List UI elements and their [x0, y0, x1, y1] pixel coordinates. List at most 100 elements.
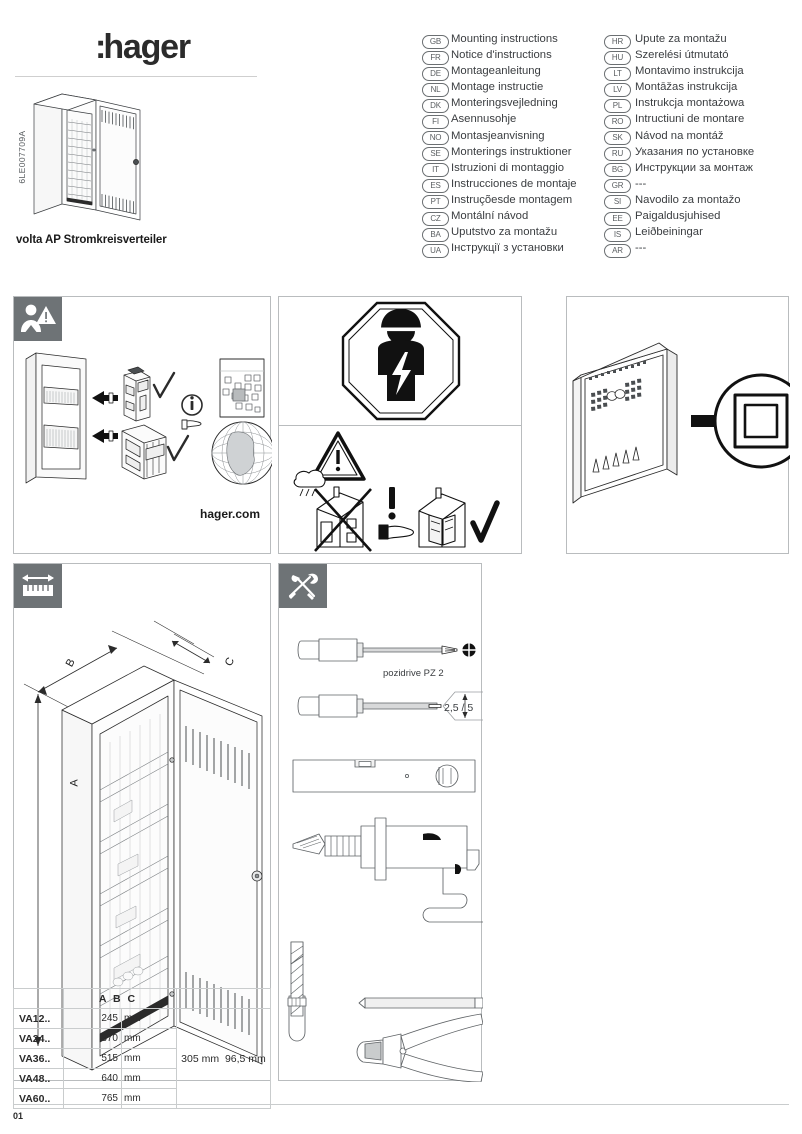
language-label: Upute za montažu [635, 33, 727, 45]
language-row: EE Paigaldusjuhised [604, 209, 754, 226]
c-value: 96,5 mm [224, 1052, 266, 1065]
country-code-badge: LT [604, 66, 631, 81]
language-label: Montageanleitung [451, 65, 541, 78]
flathead-size-label: 2,5 / 5 [444, 702, 474, 714]
country-code-badge: SK [604, 131, 631, 146]
hager-com-label: hager.com [200, 507, 261, 521]
country-code-badge: CZ [422, 211, 449, 226]
language-label: --- [635, 242, 647, 255]
header-abc: A B C [63, 988, 177, 1009]
country-code-badge: ES [422, 179, 449, 194]
language-label: Monterings instruktioner [451, 145, 572, 158]
country-code-badge: IT [422, 163, 449, 178]
footer-divider [13, 1104, 789, 1105]
language-label: Notice d'instructions [451, 49, 552, 62]
table-row: VA12.. 245 mm 305 mm 96,5 mm [13, 1008, 271, 1109]
country-code-badge: AR [604, 243, 631, 258]
language-label: Montální návod [451, 210, 529, 223]
row-type: VA60.. [13, 1088, 64, 1109]
header-empty [13, 988, 64, 1009]
dimensions-ruler-icon [14, 564, 62, 608]
language-label: Leiðbeiningar [635, 226, 703, 239]
language-row: PL Instrukcja montażowa [604, 96, 754, 113]
header-divider [15, 76, 257, 77]
language-label: Montavimo instrukcija [635, 65, 744, 78]
tools-icon [279, 564, 327, 608]
header-spacer [176, 988, 271, 1009]
country-code-badge: GR [604, 179, 631, 194]
table-row: VA36.. 515 mm [13, 1048, 271, 1069]
dimension-label-a: A [68, 779, 81, 787]
language-label: Návod na montáž [635, 129, 724, 142]
country-code-badge: GB [422, 34, 449, 49]
country-code-badge: PL [604, 98, 631, 113]
panel-tools: pozidrive PZ 2 2,5 / 5 [278, 563, 483, 1082]
language-row: IS Leiðbeiningar [604, 225, 754, 242]
country-code-badge: HU [604, 50, 631, 65]
person-warning-icon [14, 297, 62, 341]
row-a-unit: mm [121, 1048, 177, 1069]
language-label: Montāžas instrukcija [635, 81, 738, 94]
row-a-unit: mm [121, 1008, 177, 1029]
country-code-badge: FR [422, 50, 449, 65]
country-code-badge: HR [604, 34, 631, 49]
country-code-badge: PT [422, 195, 449, 210]
language-row: LT Montavimo instrukcija [604, 64, 754, 81]
hager-logo: :hager [95, 28, 191, 66]
country-code-badge: NL [422, 82, 449, 97]
row-a-unit: mm [121, 1068, 177, 1089]
language-row: HU Szerelési útmutató [604, 48, 754, 65]
country-code-badge: SE [422, 147, 449, 162]
panel-divider [279, 425, 521, 426]
row-a-value: 370 [63, 1028, 122, 1049]
language-label: Instrukcja montażowa [635, 97, 745, 110]
table-header-row: A B C [13, 988, 271, 1009]
language-label: --- [635, 177, 647, 190]
country-code-badge: FI [422, 114, 449, 129]
row-a-value: 515 [63, 1048, 122, 1069]
language-label: Monteringsvejledning [451, 97, 558, 110]
language-label: Uputstvo za montažu [451, 226, 558, 239]
country-code-badge: DK [422, 98, 449, 113]
row-type: VA12.. [13, 1008, 64, 1029]
language-label: Szerelési útmutató [635, 49, 729, 62]
row-a-value: 765 [63, 1088, 122, 1109]
country-code-badge: NO [422, 131, 449, 146]
language-label: Montasjeanvisning [451, 129, 545, 142]
page-number: 01 [13, 1111, 24, 1121]
b-value: 305 mm [181, 1052, 220, 1065]
country-code-badge: RO [604, 114, 631, 129]
row-type: VA48.. [13, 1068, 64, 1089]
country-code-badge: EE [604, 211, 631, 226]
language-label: Instruçõesde montagem [451, 193, 573, 206]
country-code-badge: RU [604, 147, 631, 162]
country-code-badge: BA [422, 227, 449, 242]
country-code-badge: IS [604, 227, 631, 242]
language-label: Paigaldusjuhised [635, 210, 721, 223]
language-label: Istruzioni di montaggio [451, 161, 565, 174]
language-row: HR Upute za montažu [604, 32, 754, 49]
language-row: AR --- [604, 241, 754, 258]
product-illustration [22, 86, 167, 226]
language-label: Asennusohje [451, 113, 517, 126]
language-label: Інструкції з установки [451, 242, 564, 255]
panel-protection-class [566, 296, 790, 554]
panel-2-artwork [279, 297, 521, 553]
language-row: GR --- [604, 177, 754, 194]
row-a-value: 245 [63, 1008, 122, 1029]
